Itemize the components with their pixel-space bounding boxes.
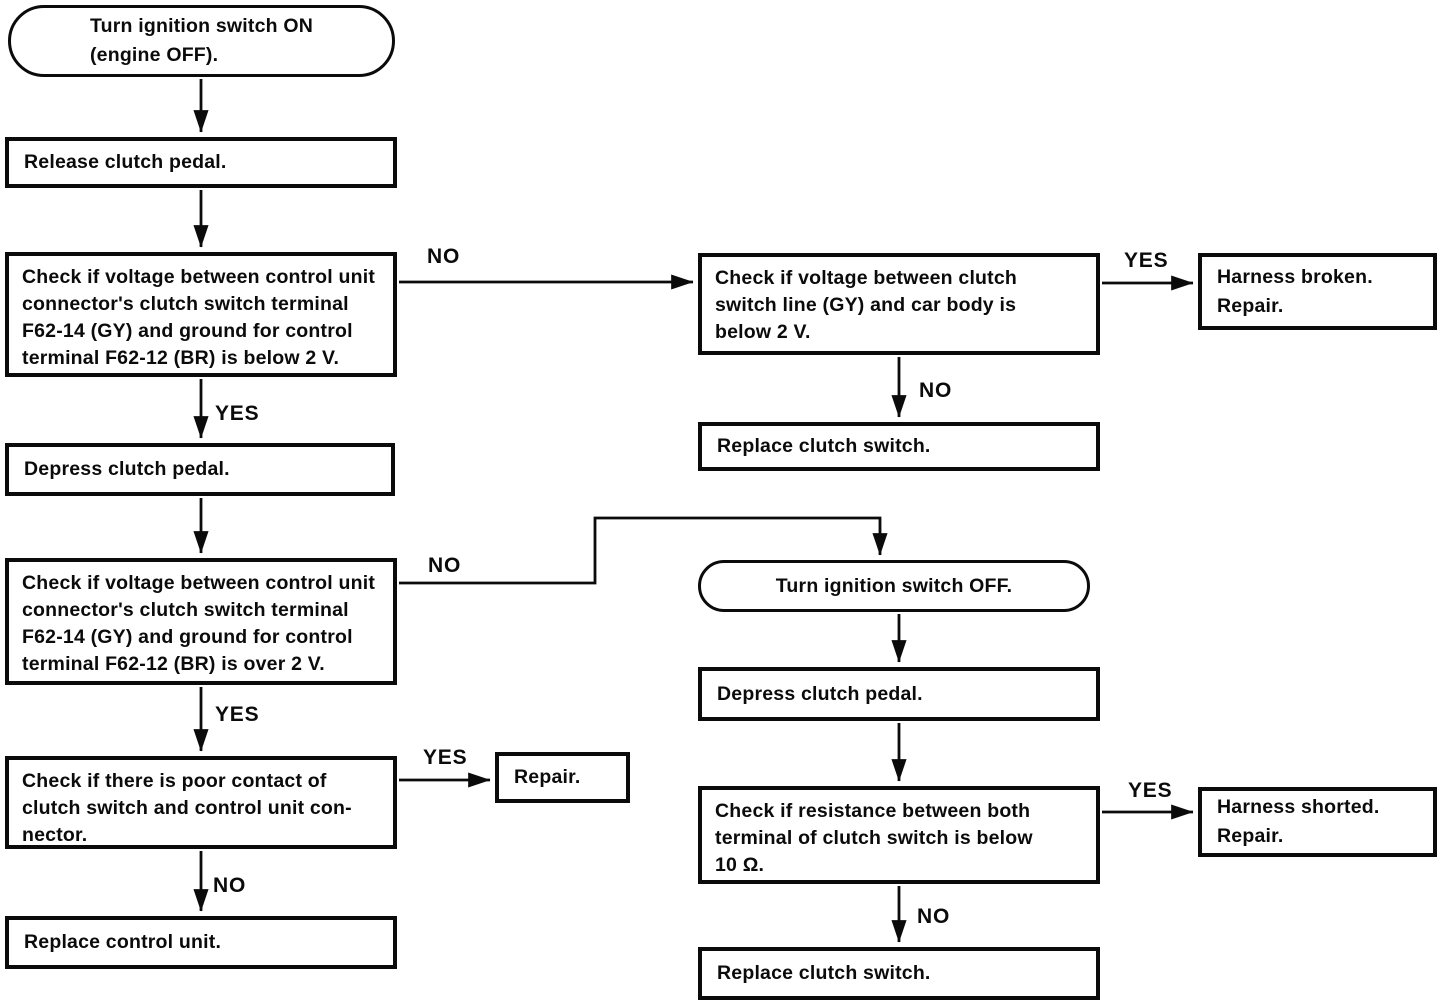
start-terminal: Turn ignition switch ON (engine OFF). bbox=[8, 5, 395, 77]
replace-control-unit-text: Replace control unit. bbox=[24, 931, 222, 953]
replace-clutch-switch-box-1: Replace clutch switch. bbox=[698, 422, 1100, 471]
label-no-rcheck2: NO bbox=[917, 905, 951, 928]
check-resistance-text: Check if resistance between both termina… bbox=[715, 800, 1033, 876]
label-no-rcheck1: NO bbox=[919, 379, 953, 402]
release-clutch-pedal-text: Release clutch pedal. bbox=[24, 151, 227, 173]
label-yes-rcheck1: YES bbox=[1124, 249, 1169, 272]
depress-clutch-pedal-text-1: Depress clutch pedal. bbox=[24, 458, 230, 480]
label-yes-check1: YES bbox=[215, 402, 260, 425]
label-yes-rcheck2: YES bbox=[1128, 779, 1173, 802]
label-yes-check3: YES bbox=[423, 746, 468, 769]
ignition-off-terminal: Turn ignition switch OFF. bbox=[698, 560, 1090, 612]
depress-clutch-pedal-box-1: Depress clutch pedal. bbox=[5, 443, 395, 496]
check-poor-contact-box: Check if there is poor contact of clutch… bbox=[5, 756, 397, 849]
check-voltage-over-2v-text: Check if voltage between control unit co… bbox=[22, 572, 376, 675]
harness-shorted-box: Harness shorted. Repair. bbox=[1198, 787, 1437, 857]
harness-shorted-text: Harness shorted. Repair. bbox=[1217, 796, 1380, 847]
replace-control-unit-box: Replace control unit. bbox=[5, 916, 397, 969]
replace-clutch-switch-text-2: Replace clutch switch. bbox=[717, 962, 931, 984]
replace-clutch-switch-box-2: Replace clutch switch. bbox=[698, 947, 1100, 1000]
check-resistance-box: Check if resistance between both termina… bbox=[698, 786, 1100, 884]
repair-text: Repair. bbox=[514, 766, 581, 788]
harness-broken-text: Harness broken. Repair. bbox=[1217, 265, 1373, 317]
replace-clutch-switch-text-1: Replace clutch switch. bbox=[717, 435, 931, 457]
check-poor-contact-text: Check if there is poor contact of clutch… bbox=[22, 770, 352, 846]
check-clutch-switch-line-voltage-box: Check if voltage between clutch switch l… bbox=[698, 253, 1100, 355]
label-yes-check2: YES bbox=[215, 703, 260, 726]
release-clutch-pedal-box: Release clutch pedal. bbox=[5, 137, 397, 188]
check-clutch-switch-line-voltage-text: Check if voltage between clutch switch l… bbox=[715, 267, 1018, 343]
repair-box: Repair. bbox=[495, 752, 630, 803]
label-no-check3: NO bbox=[213, 874, 247, 897]
harness-broken-box: Harness broken. Repair. bbox=[1198, 253, 1437, 330]
start-terminal-text: Turn ignition switch ON (engine OFF). bbox=[89, 15, 314, 66]
depress-clutch-pedal-box-2: Depress clutch pedal. bbox=[698, 667, 1100, 721]
check-voltage-below-2v-text: Check if voltage between control unit co… bbox=[22, 266, 376, 369]
label-no-check2: NO bbox=[428, 554, 462, 577]
ignition-off-terminal-text: Turn ignition switch OFF. bbox=[775, 574, 1013, 597]
check-voltage-over-2v-box: Check if voltage between control unit co… bbox=[5, 558, 397, 685]
depress-clutch-pedal-text-2: Depress clutch pedal. bbox=[717, 682, 923, 705]
label-no-check1: NO bbox=[427, 245, 461, 268]
check-voltage-below-2v-box: Check if voltage between control unit co… bbox=[5, 252, 397, 377]
